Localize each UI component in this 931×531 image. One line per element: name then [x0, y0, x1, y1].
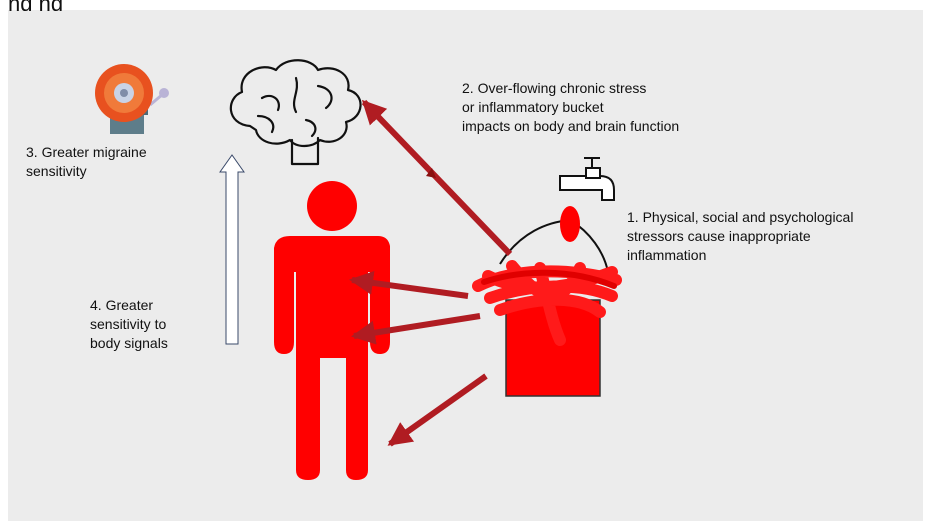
label-step-2: 2. Over-flowing chronic stress or inflam…: [462, 80, 680, 134]
upward-arrow: [219, 154, 245, 345]
arrow-to-brain: [361, 99, 513, 257]
label-step-4: 4. Greater sensitivity to body signals: [90, 297, 168, 351]
alarm-bell-icon: [95, 64, 169, 134]
bucket-icon: [472, 206, 622, 397]
label-step-1: 1. Physical, social and psychological st…: [627, 209, 854, 263]
arrow-to-legs: [387, 373, 488, 447]
arrow-to-body-middle: [351, 313, 481, 345]
inflammation-arrows: [349, 99, 513, 447]
page-title-fragment: ng ng: [8, 0, 63, 11]
arrow-to-body-upper: [349, 270, 469, 299]
label-step-3: 3. Greater migraine sensitivity: [26, 144, 147, 179]
brain-icon: [229, 59, 362, 166]
arrow-marker-detail: [426, 168, 436, 178]
faucet-icon: [559, 157, 615, 201]
person-icon: [274, 181, 390, 480]
